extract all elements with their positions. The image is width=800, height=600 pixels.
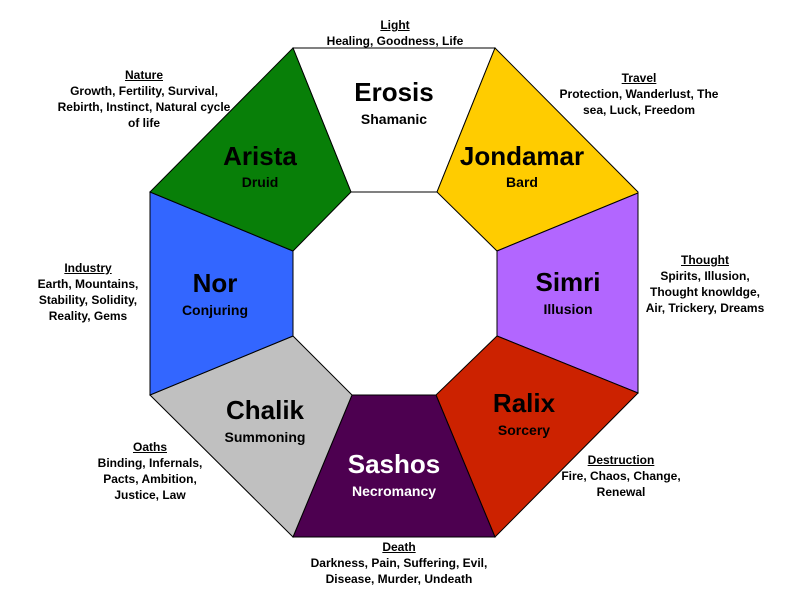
annotation-thought-title: Thought — [681, 253, 729, 267]
segment-ralix-name: Ralix — [493, 388, 556, 418]
annotation-destruction-text: Fire, Chaos, Change, Renewal — [561, 469, 681, 499]
annotation-destruction-title: Destruction — [587, 453, 655, 467]
annotation-thought: Thought Spirits, Illusion, Thought knowl… — [640, 252, 770, 316]
annotation-nature-text: Growth, Fertility, Survival, Rebirth, In… — [57, 84, 231, 130]
annotation-nature-title: Nature — [124, 68, 163, 82]
annotation-light-title: Light — [380, 18, 410, 32]
annotation-death-text: Darkness, Pain, Suffering, Evil, Disease… — [310, 556, 488, 586]
annotation-travel: Travel Protection, Wanderlust, The sea, … — [556, 70, 722, 118]
segment-jondamar: Jondamar Bard — [436, 47, 639, 252]
annotation-light-text: Healing, Goodness, Life — [326, 34, 464, 48]
annotation-light: Light Healing, Goodness, Life — [300, 17, 490, 49]
segment-ralix-school: Sorcery — [498, 422, 550, 438]
annotation-nature: Nature Growth, Fertility, Survival, Rebi… — [54, 67, 234, 131]
annotation-industry: Industry Earth, Mountains, Stability, So… — [26, 260, 150, 324]
segment-erosis-school: Shamanic — [361, 111, 427, 127]
annotation-oaths: Oaths Binding, Infernals, Pacts, Ambitio… — [86, 439, 214, 503]
segment-simri-name: Simri — [535, 267, 600, 297]
segment-sashos: Sashos Necromancy — [292, 394, 496, 538]
segment-simri-school: Illusion — [544, 301, 593, 317]
annotation-travel-text: Protection, Wanderlust, The sea, Luck, F… — [559, 87, 719, 117]
annotation-industry-title: Industry — [64, 261, 112, 275]
segment-nor-school: Conjuring — [182, 302, 248, 318]
segment-ralix: Ralix Sorcery — [435, 335, 639, 538]
segment-jondamar-school: Bard — [506, 174, 538, 190]
segment-erosis-name: Erosis — [354, 77, 434, 107]
segment-sashos-name: Sashos — [348, 449, 441, 479]
segment-arista-school: Druid — [242, 174, 279, 190]
annotation-industry-text: Earth, Mountains, Stability, Solidity, R… — [37, 277, 139, 323]
annotation-death-title: Death — [382, 540, 416, 554]
annotation-thought-text: Spirits, Illusion, Thought knowldge, Air… — [645, 269, 765, 315]
segment-nor-name: Nor — [193, 268, 238, 298]
annotation-oaths-text: Binding, Infernals, Pacts, Ambition, Jus… — [97, 456, 203, 502]
segment-erosis: Erosis Shamanic — [292, 47, 496, 193]
segment-jondamar-name: Jondamar — [460, 141, 584, 171]
segment-chalik-school: Summoning — [225, 429, 306, 445]
annotation-death: Death Darkness, Pain, Suffering, Evil, D… — [292, 539, 506, 587]
annotation-travel-title: Travel — [621, 71, 657, 85]
segment-arista-shape — [149, 47, 352, 252]
segment-nor: Nor Conjuring — [149, 191, 294, 396]
segment-arista: Arista Druid — [149, 47, 352, 252]
segment-sashos-school: Necromancy — [352, 483, 436, 499]
segment-chalik-name: Chalik — [226, 395, 305, 425]
segment-arista-name: Arista — [223, 141, 297, 171]
annotation-destruction: Destruction Fire, Chaos, Change, Renewal — [560, 452, 682, 500]
annotation-oaths-title: Oaths — [132, 440, 167, 454]
